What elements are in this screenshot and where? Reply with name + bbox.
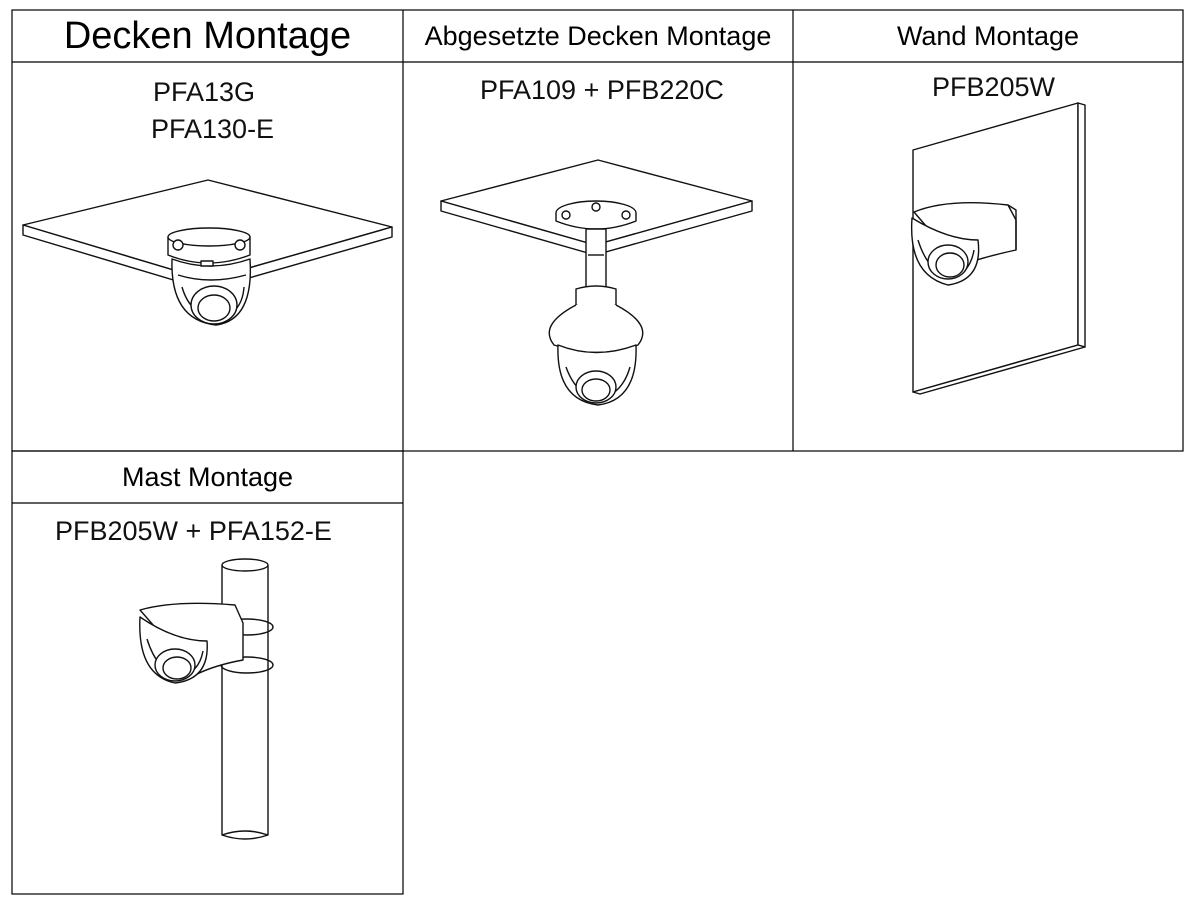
ceiling-mount-illustration [20, 175, 395, 335]
pole-mount-header: Mast Montage [121, 461, 294, 492]
pole-model: PFB205W + PFA152-E [55, 516, 332, 546]
wall-mount-illustration [908, 100, 1088, 400]
wall-mount-header: Wand Montage [896, 20, 1080, 51]
ceiling-mount-header: Decken Montage [63, 14, 352, 57]
wall-model: PFB205W [932, 72, 1056, 102]
remote-ceiling-mount-header: Abgesetzte Decken Montage [424, 20, 772, 51]
remote-ceiling-model: PFA109 + PFB220C [480, 75, 724, 105]
ceiling-model-2: PFA130-E [151, 114, 275, 144]
ceiling-model-1: PFA13G [153, 77, 256, 107]
pole-mount-illustration [135, 555, 283, 845]
remote-ceiling-mount-illustration [438, 155, 756, 410]
